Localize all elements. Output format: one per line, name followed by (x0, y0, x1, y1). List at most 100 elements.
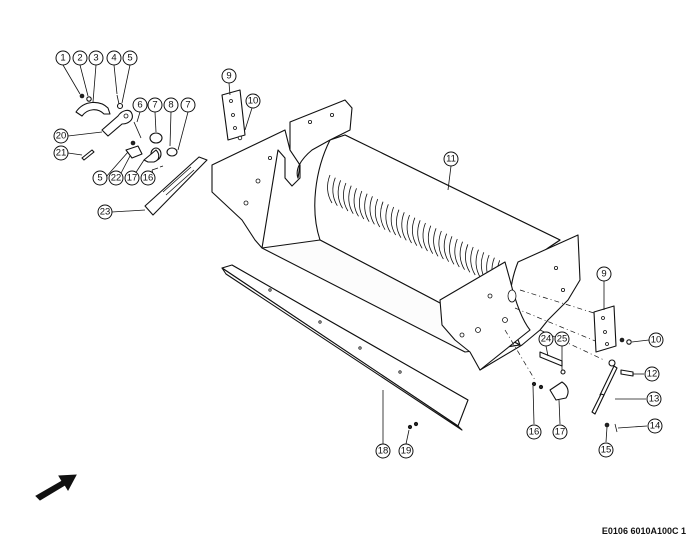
callout-11[interactable]: 11 (443, 151, 459, 167)
svg-text:12: 12 (647, 369, 658, 380)
svg-text:23: 23 (100, 207, 111, 218)
callout-23[interactable]: 23 (97, 204, 113, 220)
svg-text:6: 6 (137, 100, 142, 111)
louver-slot (470, 246, 476, 276)
svg-text:10: 10 (248, 96, 259, 107)
callout-9-right[interactable]: 9 (596, 266, 612, 282)
louver-slot (459, 241, 465, 270)
callout-7-right[interactable]: 7 (180, 97, 196, 113)
callout-5-bottom[interactable]: 5 (92, 170, 108, 186)
louver-slot (358, 190, 365, 220)
louver-slot (454, 238, 460, 268)
hardware-right (407, 337, 634, 433)
louver-slot (348, 185, 354, 214)
mounting-bracket-left (221, 89, 246, 141)
louver-slot (374, 198, 381, 228)
callout-14[interactable]: 14 (647, 418, 663, 434)
svg-text:3: 3 (93, 53, 98, 64)
svg-text:19: 19 (401, 446, 412, 457)
callout-12[interactable]: 12 (644, 366, 660, 382)
louver-slot (327, 174, 333, 204)
callout-2[interactable]: 2 (72, 50, 88, 66)
hardware-upper-left (75, 93, 208, 216)
callout-22[interactable]: 22 (108, 170, 124, 186)
svg-text:25: 25 (557, 334, 568, 345)
callout-19[interactable]: 19 (398, 443, 414, 459)
callout-16-left[interactable]: 16 (140, 170, 156, 186)
louver-slot (406, 214, 412, 244)
callout-10-right[interactable]: 10 (648, 332, 664, 348)
svg-text:7: 7 (185, 100, 190, 111)
louver-slot (401, 212, 407, 241)
callout-20[interactable]: 20 (53, 128, 69, 144)
svg-text:1: 1 (60, 53, 65, 64)
callout-18[interactable]: 18 (375, 443, 391, 459)
leader-lines (62, 64, 650, 445)
svg-text:4: 4 (111, 53, 116, 64)
callout-15[interactable]: 15 (598, 442, 614, 458)
louver-slot (412, 217, 418, 246)
svg-text:10: 10 (651, 335, 662, 346)
louver-slot (449, 236, 455, 265)
svg-text:22: 22 (111, 173, 122, 184)
callout-17-left[interactable]: 17 (124, 170, 140, 186)
louver-slot (417, 220, 423, 249)
svg-text:17: 17 (127, 173, 138, 184)
callout-6[interactable]: 6 (132, 97, 148, 113)
callout-25[interactable]: 25 (554, 331, 570, 347)
louver-slot (443, 233, 450, 262)
louver-slot (385, 204, 391, 233)
callout-10-left[interactable]: 10 (245, 93, 261, 109)
svg-text:14: 14 (650, 421, 661, 432)
callout-5-top[interactable]: 5 (122, 50, 138, 66)
callout-21[interactable]: 21 (53, 145, 69, 161)
callout-4[interactable]: 4 (106, 50, 122, 66)
svg-text:18: 18 (378, 446, 389, 457)
callout-17-right[interactable]: 17 (552, 424, 568, 440)
louver-slot (390, 206, 396, 236)
louver-slot (422, 222, 428, 252)
callout-8[interactable]: 8 (163, 97, 179, 113)
louver-slot (343, 182, 349, 212)
svg-text:24: 24 (541, 334, 552, 345)
louver-slot (353, 188, 359, 217)
callout-16-right[interactable]: 16 (526, 424, 542, 440)
svg-text:20: 20 (56, 131, 67, 142)
callout-24[interactable]: 24 (538, 331, 554, 347)
svg-text:13: 13 (649, 394, 660, 405)
callout-13[interactable]: 13 (646, 391, 662, 407)
louver-slot (465, 244, 471, 273)
deflector-plate (221, 264, 469, 431)
drawing-reference-code: E0106 6010A100C 1 (601, 526, 686, 536)
svg-text:2: 2 (77, 53, 82, 64)
callout-group: 1 2 3 4 5 6 7 8 7 20 21 5 22 17 16 23 9 … (53, 50, 664, 459)
svg-text:16: 16 (143, 173, 154, 184)
svg-text:15: 15 (601, 445, 612, 456)
callout-7-left[interactable]: 7 (147, 97, 163, 113)
callout-1[interactable]: 1 (55, 50, 71, 66)
mounting-bracket-right (593, 305, 617, 353)
svg-text:9: 9 (601, 269, 606, 280)
louver-slot (427, 225, 434, 254)
callout-9-left[interactable]: 9 (221, 68, 237, 84)
svg-text:8: 8 (168, 100, 173, 111)
louver-slot (364, 193, 370, 222)
svg-text:11: 11 (446, 154, 456, 165)
louver-slot (332, 177, 338, 206)
svg-text:5: 5 (127, 53, 132, 64)
louver-slot (380, 201, 386, 230)
callout-3[interactable]: 3 (88, 50, 104, 66)
louver-slot (475, 249, 481, 278)
svg-text:21: 21 (56, 148, 67, 159)
trough-housing (211, 99, 611, 381)
louver-slot (433, 228, 439, 257)
svg-text:17: 17 (555, 427, 566, 438)
svg-text:5: 5 (97, 173, 102, 184)
louver-slot (438, 230, 444, 260)
louver-slot (396, 209, 402, 238)
louver-slot (369, 196, 375, 225)
svg-text:16: 16 (529, 427, 540, 438)
svg-text:9: 9 (226, 71, 231, 82)
louver-slot (337, 180, 343, 209)
